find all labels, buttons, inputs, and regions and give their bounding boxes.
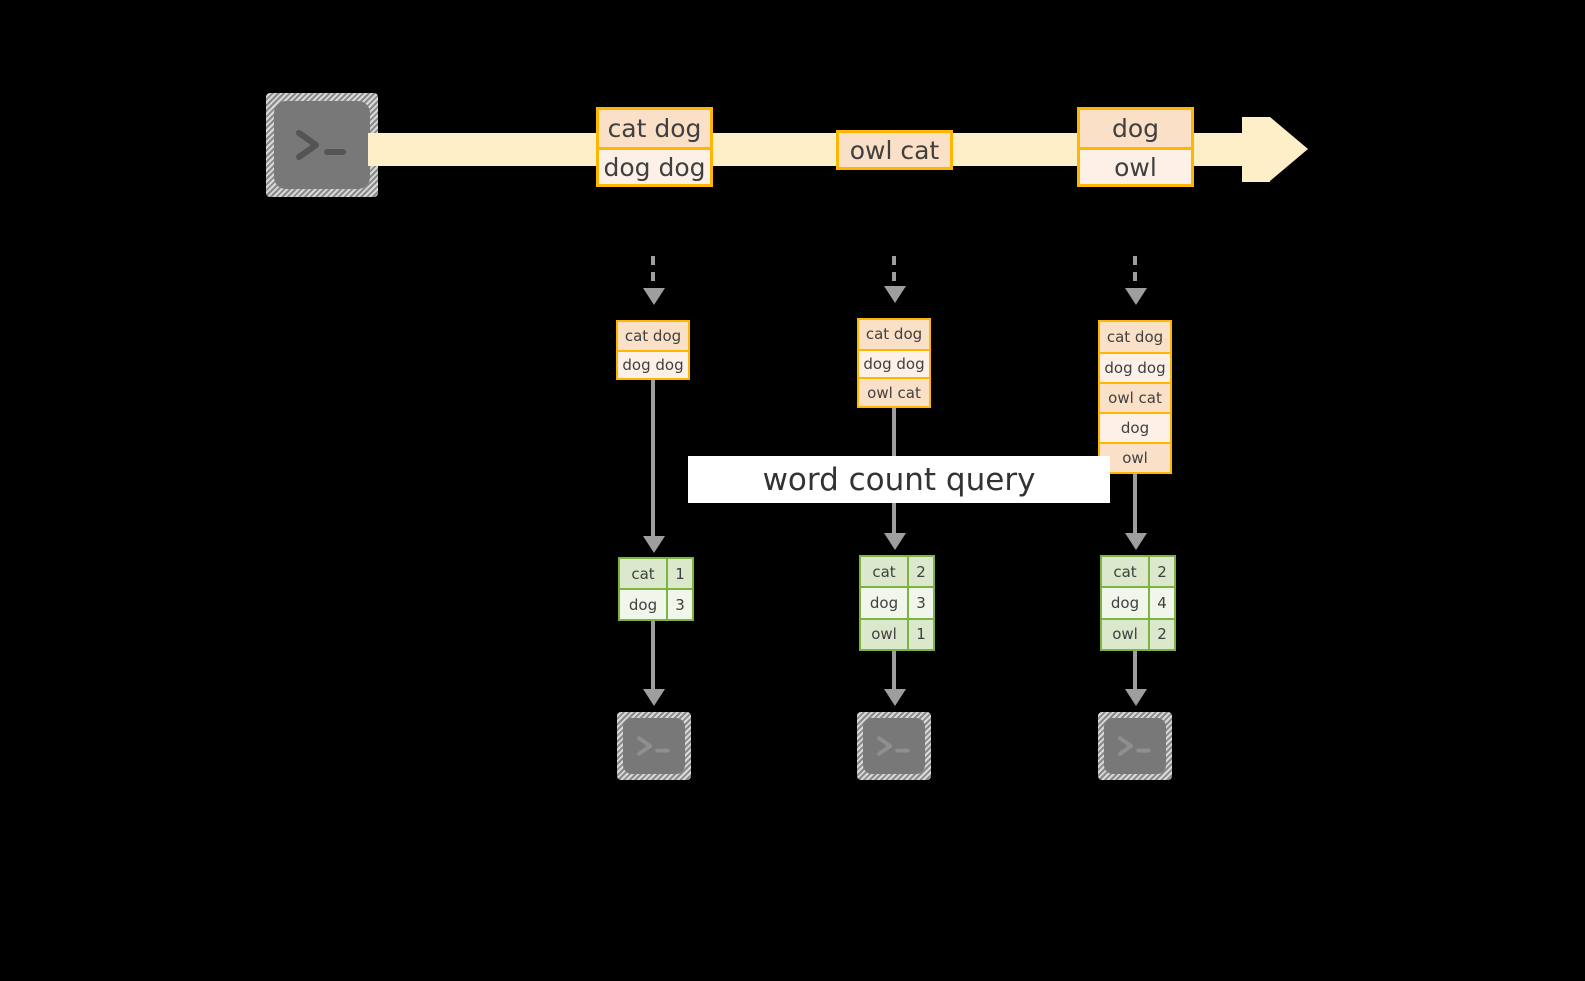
table-cell-word: cat [1102,557,1148,587]
arrowhead-column-1-bottom [643,689,665,706]
terminal-prompt-icon [857,712,931,780]
table-cell-count: 2 [1148,557,1174,587]
dashed-connector-column-3 [1133,256,1137,292]
connector-column-2-bottom [892,651,896,693]
sink-terminal-column-2 [857,712,931,780]
message-row: owl cat [839,133,950,167]
buffer-row: dog dog [1100,352,1170,382]
table-row: dog 3 [861,586,933,618]
table-row: cat 1 [620,559,692,588]
dashed-connector-column-1 [651,256,655,292]
arrowhead-column-3-top [1125,288,1147,305]
stream-arrow-flange [1242,117,1270,182]
stream-message-1[interactable]: cat dog dog dog [596,107,713,187]
buffer-row: cat dog [1100,322,1170,352]
arrowhead-column-1-top [643,288,665,305]
arrowhead-column-2-bottom [884,689,906,706]
connector-column-1-mid [651,380,655,540]
table-cell-word: cat [861,557,907,587]
terminal-prompt-icon [1098,712,1172,780]
table-cell-word: owl [1102,619,1148,649]
connector-column-3-mid [1133,474,1137,535]
query-label: word count query [688,456,1110,503]
stream-arrowhead [1270,117,1308,181]
table-cell-word: dog [1102,588,1148,618]
message-row: dog [1080,110,1191,147]
table-cell-count: 1 [907,619,933,649]
table-cell-count: 1 [666,559,692,588]
terminal-screen [623,718,685,774]
message-row: cat dog [599,110,710,147]
terminal-screen [274,101,370,189]
table-row: owl 2 [1102,617,1174,649]
table-row: dog 3 [620,588,692,619]
stream-message-3[interactable]: dog owl [1077,107,1194,187]
buffer-row: owl cat [1100,382,1170,412]
table-cell-count: 4 [1148,588,1174,618]
buffer-row: cat dog [618,322,688,350]
table-cell-count: 2 [1148,619,1174,649]
message-row: dog dog [599,147,710,184]
connector-column-3-bottom [1133,651,1137,693]
table-row: dog 4 [1102,586,1174,618]
buffer-row: cat dog [859,320,929,349]
sink-terminal-column-1 [617,712,691,780]
table-cell-word: cat [620,559,666,588]
accumulated-buffer-column-1[interactable]: cat dog dog dog [616,320,690,380]
accumulated-buffer-column-2[interactable]: cat dog dog dog owl cat [857,318,931,408]
arrowhead-column-2-top [884,286,906,303]
table-cell-count: 3 [907,588,933,618]
table-row: cat 2 [861,557,933,587]
dashed-connector-column-2 [892,256,896,289]
source-terminal-icon [266,93,378,197]
terminal-prompt-icon [617,712,691,780]
arrowhead-column-2-mid [884,533,906,550]
buffer-row: dog [1100,412,1170,442]
arrowhead-column-1-mid [643,536,665,553]
result-table-column-3[interactable]: cat 2 dog 4 owl 2 [1100,555,1176,651]
table-row: cat 2 [1102,557,1174,587]
buffer-row: owl [1100,442,1170,472]
buffer-row: owl cat [859,377,929,407]
table-cell-word: dog [620,590,666,619]
table-cell-count: 3 [666,590,692,619]
sink-terminal-column-3 [1098,712,1172,780]
arrowhead-column-3-bottom [1125,689,1147,706]
terminal-screen [1104,718,1166,774]
terminal-prompt-icon [266,93,378,197]
terminal-screen [863,718,925,774]
buffer-row: dog dog [859,348,929,378]
result-table-column-2[interactable]: cat 2 dog 3 owl 1 [859,555,935,651]
buffer-row: dog dog [618,350,688,378]
accumulated-buffer-column-3[interactable]: cat dog dog dog owl cat dog owl [1098,320,1172,474]
message-row: owl [1080,147,1191,184]
stream-message-2[interactable]: owl cat [836,130,953,170]
connector-column-1-bottom [651,621,655,693]
arrowhead-column-3-mid [1125,533,1147,550]
table-cell-word: owl [861,619,907,649]
table-cell-count: 2 [907,557,933,587]
table-row: owl 1 [861,617,933,649]
result-table-column-1[interactable]: cat 1 dog 3 [618,557,694,621]
table-cell-word: dog [861,588,907,618]
